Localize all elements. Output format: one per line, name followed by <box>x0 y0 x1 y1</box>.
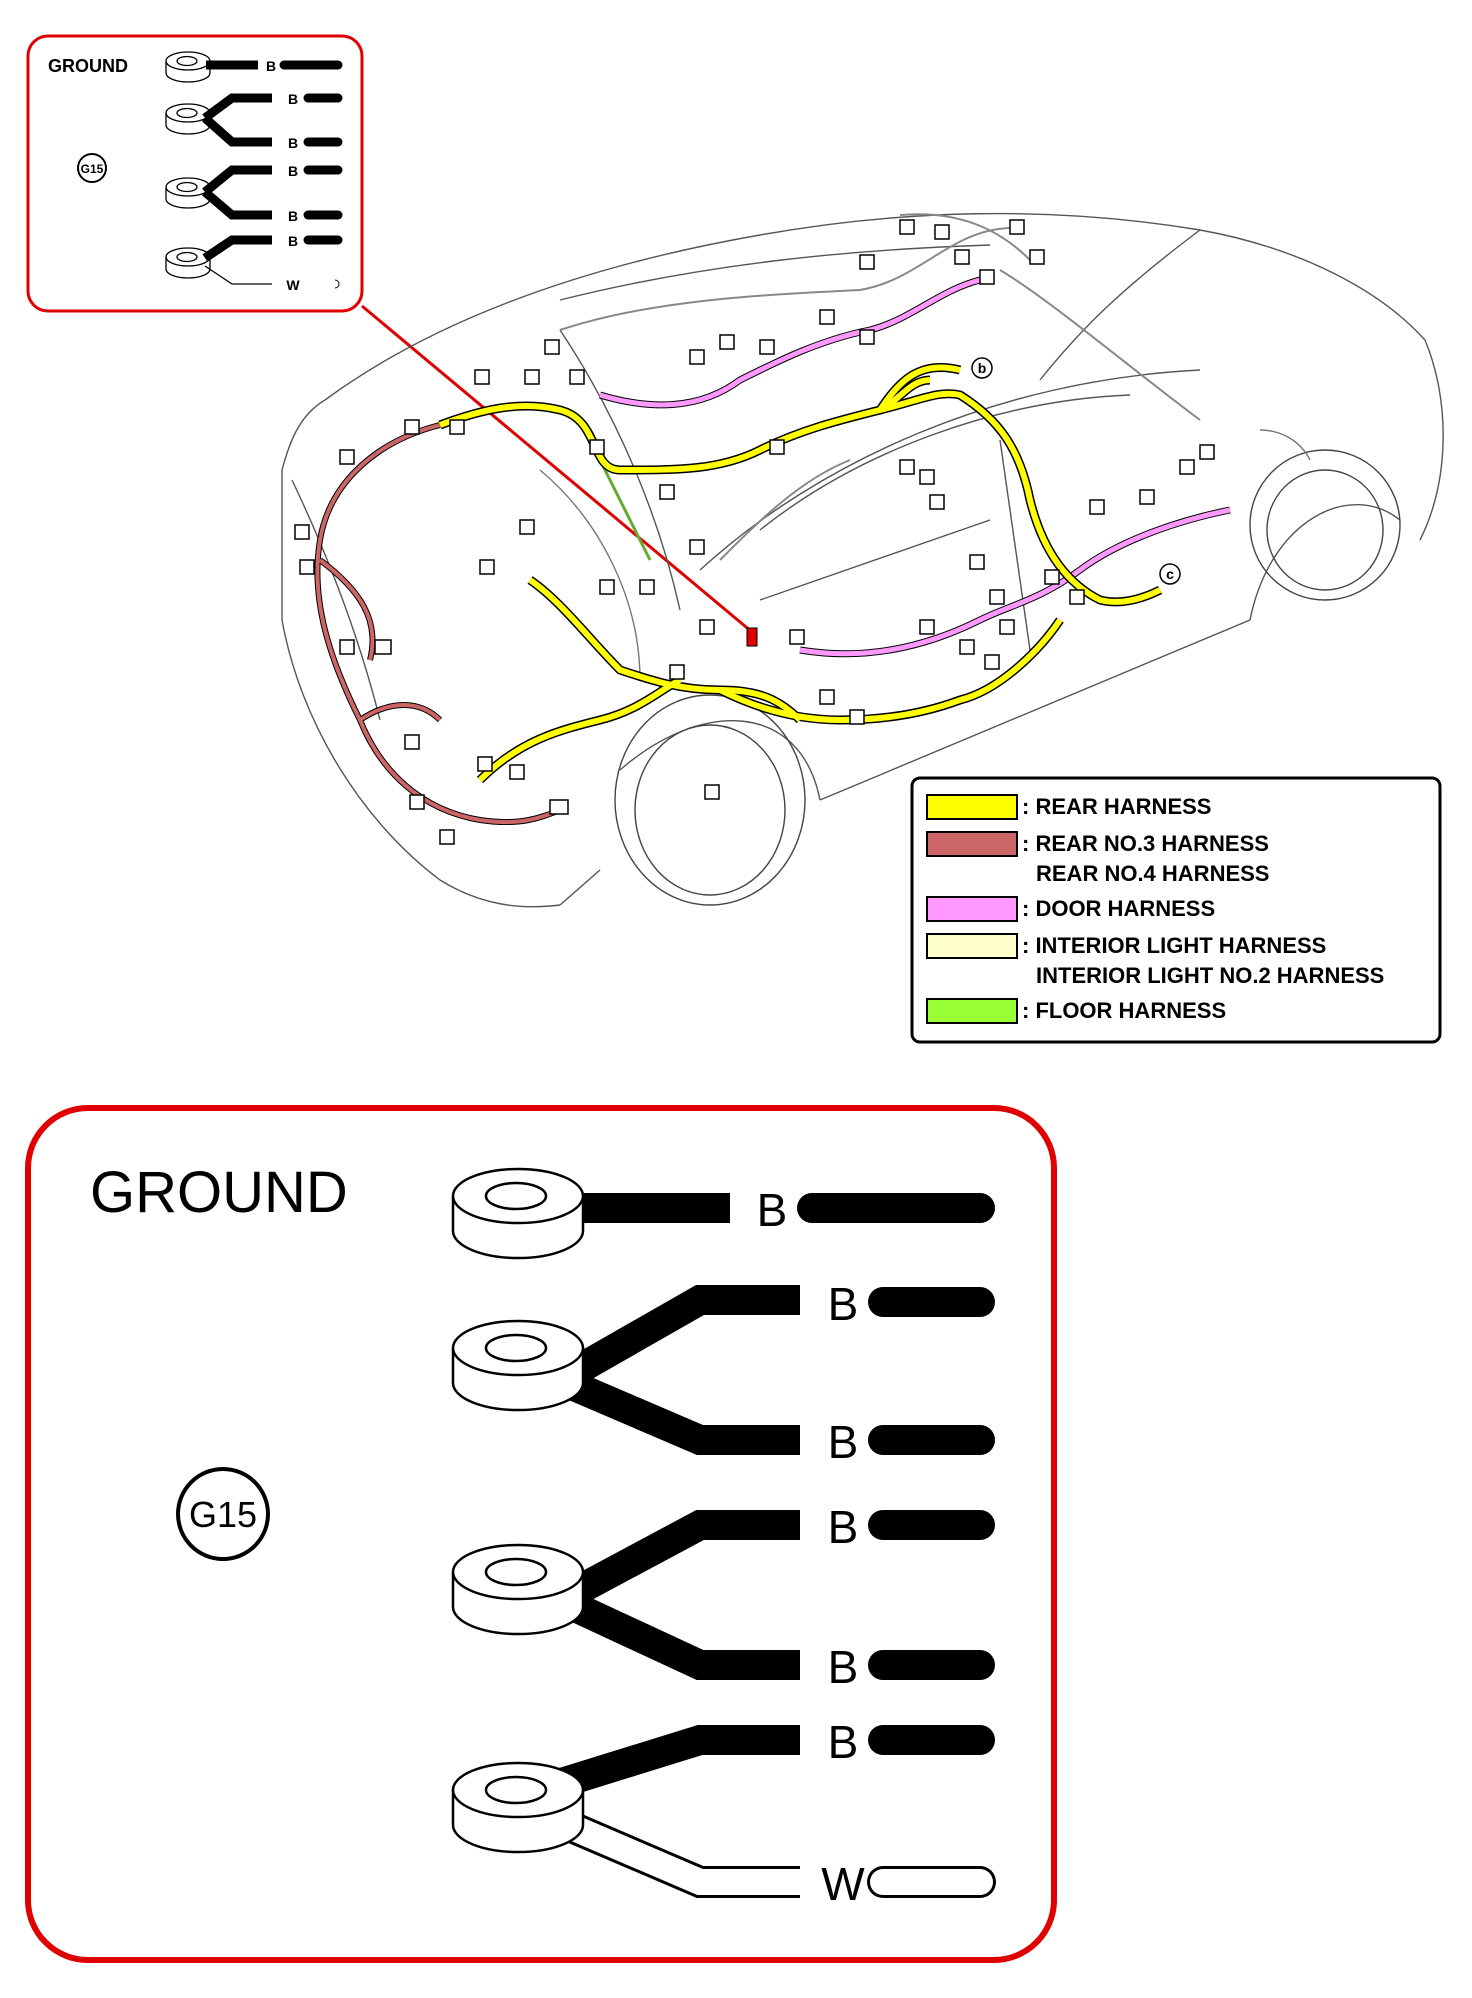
legend-swatch <box>926 794 1018 820</box>
small-callout-frame <box>26 34 364 313</box>
legend-swatch <box>926 831 1018 857</box>
connector-blocks <box>294 219 1215 845</box>
wire-color-label: W <box>821 1858 865 1910</box>
legend-swatch <box>926 896 1018 922</box>
harness-legend: : REAR HARNESS : REAR NO.3 HARNESS REAR NO… <box>910 776 1442 1044</box>
door-harness <box>598 276 1231 658</box>
large-g15-circle <box>176 1467 270 1561</box>
small-wire-label: B <box>288 135 298 151</box>
rear-no3-harness <box>314 422 562 826</box>
small-ground-callout: GROUND G15 B B B B B B W <box>26 34 364 313</box>
legend-label: : FLOOR HARNESS <box>1022 998 1226 1023</box>
legend-label: : REAR NO.3 HARNESS <box>1022 831 1269 856</box>
wire-color-label: B <box>828 1416 859 1468</box>
ground-point-g15 <box>746 627 758 647</box>
marker-c: c <box>1159 563 1181 585</box>
small-ground-title: GROUND <box>48 56 128 76</box>
large-ground-title: GROUND <box>90 1160 348 1225</box>
small-wire-label: B <box>288 208 298 224</box>
interior-light-harness <box>559 213 1201 561</box>
small-wire-label: B <box>288 163 298 179</box>
legend-swatch <box>926 933 1018 959</box>
legend-label: INTERIOR LIGHT NO.2 HARNESS <box>1036 963 1384 988</box>
small-wire-label: B <box>266 58 276 74</box>
ground-terminal-1: B <box>451 1167 995 1260</box>
wire-color-label: B <box>828 1641 859 1693</box>
ground-terminal-4: B W <box>451 1716 996 1910</box>
floor-harness <box>598 459 652 561</box>
wire-color-label: B <box>828 1716 859 1768</box>
legend-label: : REAR HARNESS <box>1022 794 1211 819</box>
marker-b-label: b <box>978 360 987 376</box>
legend-label: REAR NO.4 HARNESS <box>1036 861 1269 886</box>
legend-swatch <box>926 998 1018 1024</box>
callout-leader-line <box>361 304 753 634</box>
marker-b: b <box>971 357 993 379</box>
small-wire-label: B <box>288 233 298 249</box>
ground-terminal-2: B B <box>451 1278 995 1468</box>
small-g15-label: G15 <box>81 162 104 176</box>
small-wire-label: W <box>286 277 300 293</box>
legend-label: : INTERIOR LIGHT HARNESS <box>1022 933 1326 958</box>
large-g15-label: G15 <box>189 1494 257 1535</box>
ground-terminal-3: B B <box>451 1501 995 1693</box>
small-wire-label: B <box>288 91 298 107</box>
large-ground-callout: GROUND G15 B B B B B <box>25 1105 1057 1963</box>
small-g15-circle <box>77 153 107 183</box>
wire-color-label: B <box>757 1184 788 1236</box>
legend-frame <box>910 776 1442 1044</box>
rear-harness <box>438 362 1163 784</box>
legend-label: : DOOR HARNESS <box>1022 896 1215 921</box>
wire-color-label: B <box>828 1501 859 1553</box>
wire-color-label: B <box>828 1278 859 1330</box>
marker-c-label: c <box>1166 566 1174 582</box>
